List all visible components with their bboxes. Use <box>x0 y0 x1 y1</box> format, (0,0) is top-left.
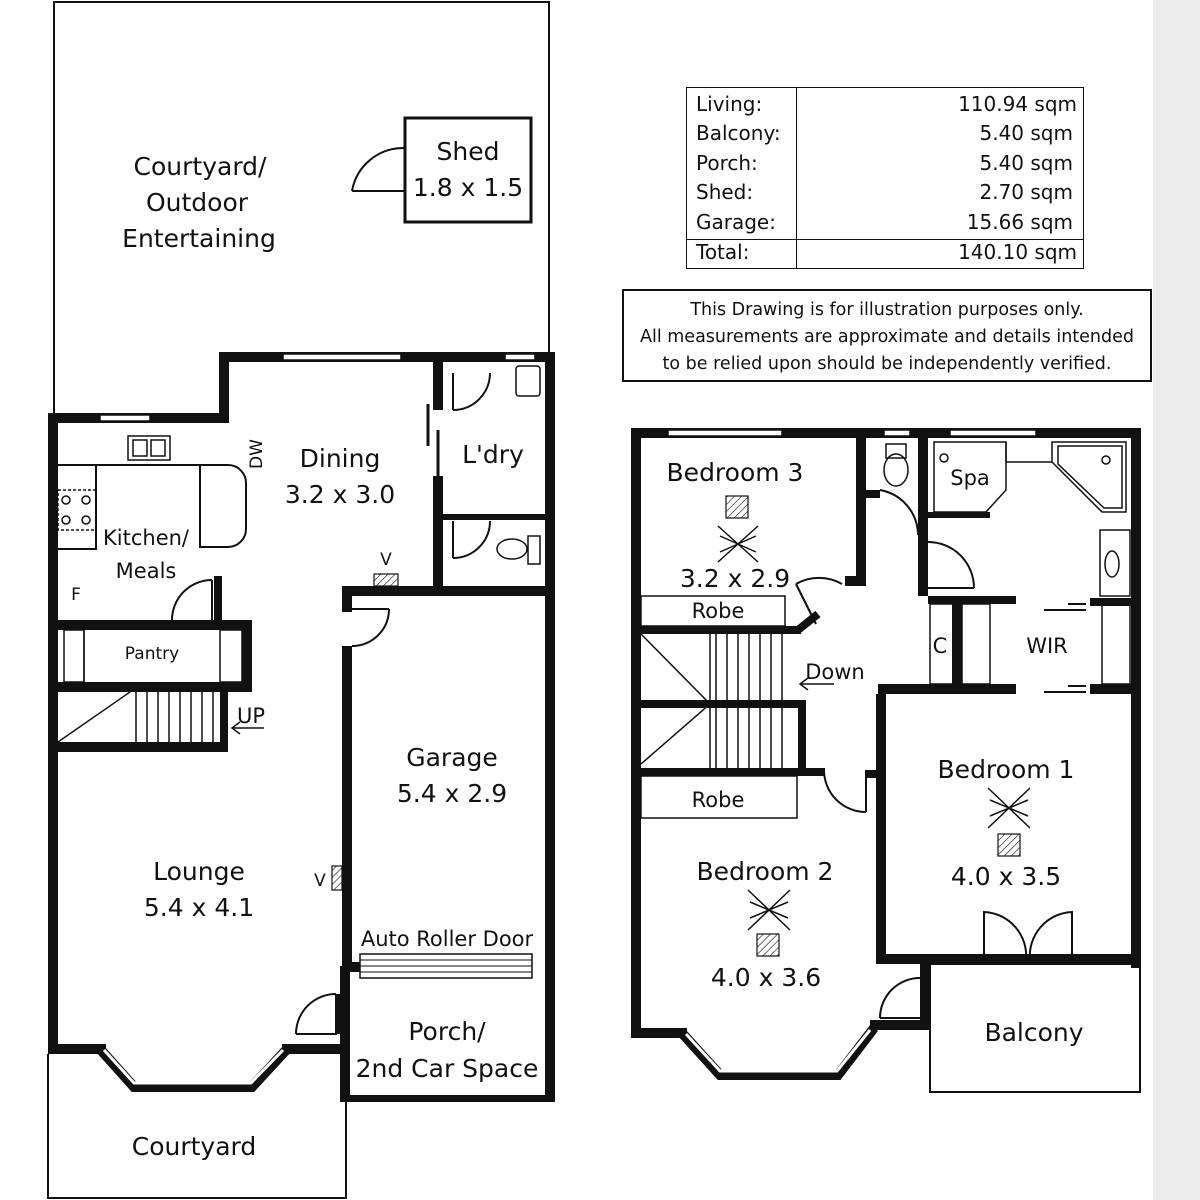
vent-label-dining: V <box>380 550 392 570</box>
area-row-porch: Porch: 5.40 sqm <box>687 149 1083 178</box>
porch-label-2: 2nd Car Space <box>356 1054 539 1083</box>
area-value: 2.70 sqm <box>979 180 1074 204</box>
courtyard-label: Courtyard <box>132 1132 257 1161</box>
cupboard-label: C <box>933 634 948 658</box>
dining-label: Dining <box>300 444 381 473</box>
vent-label-lounge: V <box>314 871 326 891</box>
roller-door-label: Auto Roller Door <box>361 927 534 951</box>
bedroom3-size: 3.2 x 2.9 <box>680 564 790 593</box>
porch-label-1: Porch/ <box>408 1017 486 1046</box>
stairs-up-label: UP <box>237 704 265 728</box>
area-value: 5.40 sqm <box>979 151 1074 175</box>
ceiling-fan-bed1 <box>987 787 1031 857</box>
ceiling-fan-bed2 <box>747 889 791 957</box>
area-label: Porch: <box>696 151 758 175</box>
shed-size: 1.8 x 1.5 <box>413 173 523 202</box>
bedroom1-size: 4.0 x 3.5 <box>951 862 1061 891</box>
bedroom1-label: Bedroom 1 <box>938 755 1075 784</box>
area-row-total: Total: 140.10 sqm <box>687 238 1083 267</box>
bedroom2-label: Bedroom 2 <box>697 857 834 886</box>
upper-floor <box>631 428 1141 1093</box>
area-row-balcony: Balcony: 5.40 sqm <box>687 119 1083 148</box>
shed-outline <box>403 116 533 224</box>
page-edge-strip <box>1153 0 1200 1200</box>
area-label: Garage: <box>696 210 776 234</box>
area-row-shed: Shed: 2.70 sqm <box>687 178 1083 207</box>
bedroom2-size: 4.0 x 3.6 <box>711 963 821 992</box>
area-value: 15.66 sqm <box>966 210 1073 234</box>
laundry-label: L'dry <box>462 440 524 469</box>
disclaimer-box: This Drawing is for illustration purpose… <box>622 289 1152 382</box>
balcony-label: Balcony <box>984 1018 1083 1047</box>
lounge-size: 5.4 x 4.1 <box>144 893 254 922</box>
area-label: Living: <box>696 92 763 116</box>
spa-label: Spa <box>950 466 990 490</box>
area-total-divider <box>687 239 1083 240</box>
garage-size: 5.4 x 2.9 <box>397 779 507 808</box>
courtyard-outdoor-label-2: Outdoor <box>146 188 249 217</box>
ground-floor-labels: Courtyard/ Outdoor Entertaining Shed 1.8… <box>71 137 538 1161</box>
courtyard-outdoor-label-1: Courtyard/ <box>134 152 267 181</box>
fridge-label: F <box>71 585 81 605</box>
area-value: 5.40 sqm <box>979 121 1074 145</box>
area-total-value: 140.10 sqm <box>958 240 1077 264</box>
area-table-divider <box>796 88 797 268</box>
courtyard-outdoor-label-3: Entertaining <box>122 224 276 253</box>
dining-size: 3.2 x 3.0 <box>285 480 395 509</box>
dishwasher-label: DW <box>247 439 267 469</box>
lounge-label: Lounge <box>153 857 245 886</box>
robe-label-bed2: Robe <box>692 788 745 812</box>
area-value: 110.94 sqm <box>958 92 1077 116</box>
disclaimer-line-2: All measurements are approximate and det… <box>640 327 1134 347</box>
kitchen-label-1: Kitchen/ <box>103 526 190 550</box>
pantry-label: Pantry <box>125 644 179 664</box>
area-table: Living: 110.94 sqm Balcony: 5.40 sqm Por… <box>686 87 1084 269</box>
area-total-label: Total: <box>696 240 750 264</box>
disclaimer-line-1: This Drawing is for illustration purpose… <box>690 300 1084 320</box>
upper-floor-labels: Bedroom 3 3.2 x 2.9 Robe Spa Down C WIR … <box>667 458 1084 1047</box>
garage-label: Garage <box>406 743 498 772</box>
area-label: Shed: <box>696 180 754 204</box>
disclaimer-line-3: to be relied upon should be independentl… <box>662 354 1112 374</box>
area-row-living: Living: 110.94 sqm <box>687 90 1083 119</box>
shed-label: Shed <box>437 137 500 166</box>
area-label: Balcony: <box>696 121 781 145</box>
ceiling-fan-bed3 <box>717 495 759 563</box>
area-row-garage: Garage: 15.66 sqm <box>687 208 1083 237</box>
shed-door-swing <box>351 146 405 192</box>
bedroom3-label: Bedroom 3 <box>667 458 804 487</box>
stairs-down-label: Down <box>805 660 865 684</box>
ground-floor <box>47 1 555 1199</box>
wir-label: WIR <box>1026 634 1068 658</box>
courtyard-outdoor-boundary <box>53 1 550 413</box>
kitchen-label-2: Meals <box>116 559 177 583</box>
robe-label-bed3: Robe <box>692 599 745 623</box>
